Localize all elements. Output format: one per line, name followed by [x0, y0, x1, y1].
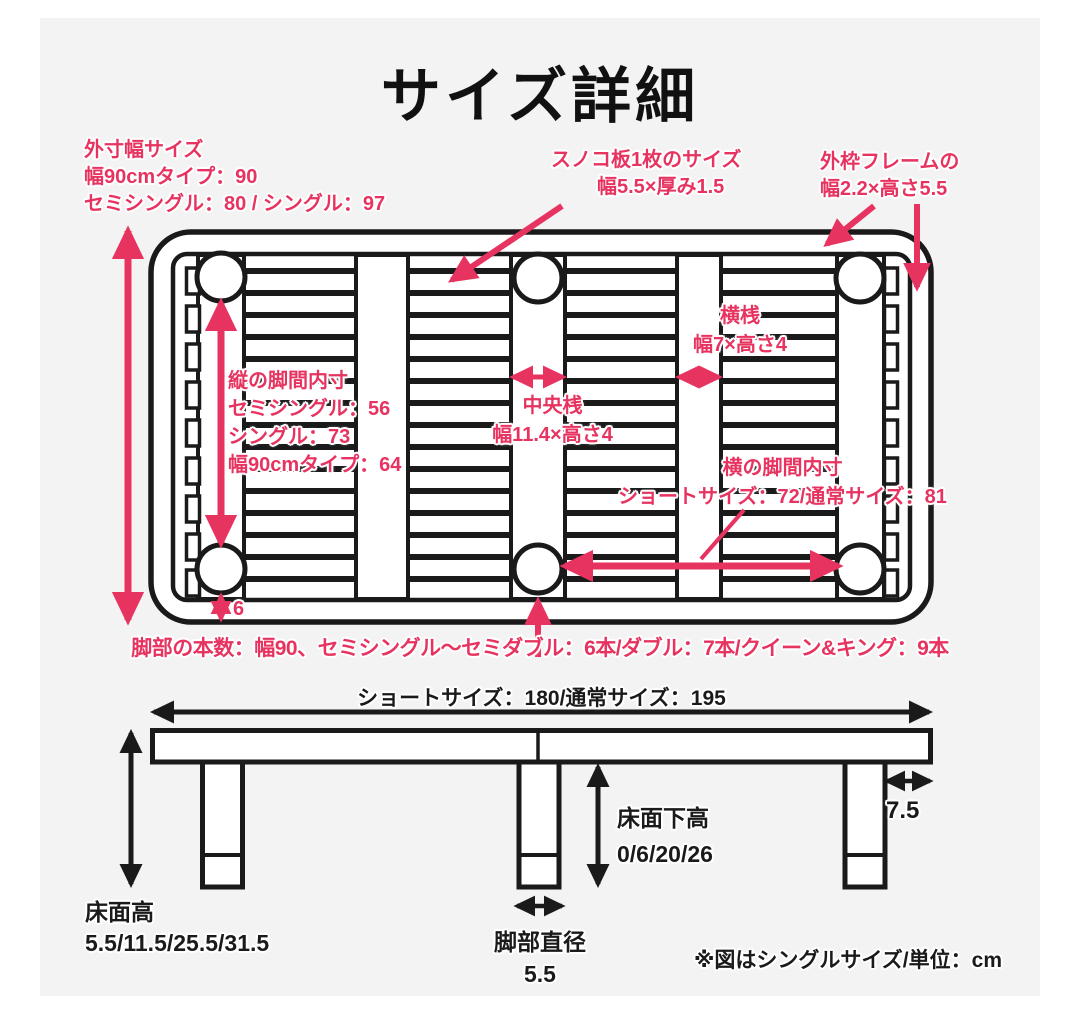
floor-height-line-1: 床面高 [85, 899, 154, 925]
vertical-leg-span-line-2: セミシングル：56 [228, 398, 391, 420]
leg-diameter-line-1: 脚部直径 [494, 929, 586, 955]
page-title: サイズ詳細 [380, 63, 700, 130]
slat-callout-arrow [448, 203, 564, 283]
floor-height-line-2: 5.5/11.5/25.5/31.5 [85, 930, 270, 956]
outer-width-line-3: セミシングル：80 / シングル：97 [84, 193, 386, 215]
under-clearance-line-1: 床面下高 [617, 805, 709, 831]
left-cross-rail [354, 253, 410, 601]
leg-bottom-left [194, 542, 248, 596]
side-legs [200, 759, 888, 890]
left-clip-tabs [184, 266, 202, 598]
leg-edge-gap-value: 6 [233, 598, 245, 620]
slat-size-label: スノコ板1枚のサイズ 幅5.5×厚み1.5 [551, 147, 742, 201]
horizontal-leg-span-label: 横の脚間内寸 ショートサイズ：72/通常サイズ：81 [595, 454, 970, 512]
vertical-leg-span-line-3: シングル：73 [228, 426, 351, 448]
slat-size-line-1: スノコ板1枚のサイズ [551, 149, 742, 171]
leg-top-right [833, 251, 887, 305]
outer-width-line-1: 外寸幅サイズ [84, 139, 204, 161]
vertical-leg-span-label: 縦の脚間内寸 セミシングル：56 シングル：73 幅90cmタイプ：64 [228, 367, 401, 479]
horizontal-leg-span-line-2: ショートサイズ：72/通常サイズ：81 [618, 486, 947, 508]
under-clearance-label: 床面下高 0/6/20/26 [617, 800, 713, 872]
cross-rail-line-2: 幅7×高さ4 [693, 334, 787, 356]
unit-note: ※図はシングルサイズ/単位：cm [694, 949, 1002, 972]
outer-width-label: 外寸幅サイズ 幅90cmタイプ：90 セミシングル：80 / シングル：97 [84, 137, 385, 218]
outer-frame-callout-arrow-top [823, 203, 876, 248]
length-label: ショートサイズ：180/通常サイズ：195 [357, 687, 726, 710]
horizontal-leg-span-line-1: 横の脚間内寸 [722, 457, 843, 479]
center-rail-line-2: 幅11.4×高さ4 [492, 424, 613, 446]
vertical-leg-span-line-1: 縦の脚間内寸 [228, 370, 348, 392]
center-rail-label: 中央桟 幅11.4×高さ4 [440, 392, 665, 450]
outer-frame-line-2: 幅2.2×高さ5.5 [820, 178, 948, 200]
leg-bottom-center [511, 542, 565, 596]
leg-top-left [194, 250, 248, 304]
pink-dimension-arrows [111, 203, 931, 657]
outer-width-line-2: 幅90cmタイプ：90 [84, 166, 258, 188]
leg-circles [194, 250, 887, 596]
side-view [119, 700, 934, 917]
side-leg-center [516, 759, 562, 890]
side-leg-right [842, 759, 888, 890]
leg-top-center [511, 251, 565, 305]
leg-inset-value: 7.5 [886, 797, 920, 824]
center-rail-line-1: 中央桟 [522, 395, 583, 417]
slat-size-line-2: 幅5.5×厚み1.5 [597, 176, 725, 198]
leg-diameter-line-2: 5.5 [524, 961, 556, 987]
right-clip-tabs [882, 266, 900, 598]
platform [150, 728, 933, 765]
leg-diameter-label: 脚部直径 5.5 [478, 926, 602, 990]
side-leg-left [200, 759, 245, 890]
outer-frame-line-1: 外枠フレームの [820, 151, 960, 173]
right-leg-rail [835, 253, 886, 601]
horizontal-leg-span-callout-line [699, 508, 746, 561]
outer-frame-label: 外枠フレームの 幅2.2×高さ5.5 [820, 149, 959, 203]
leg-count-note: 脚部の本数：幅90、セミシングル～セミダブル：6本/ダブル：7本/クイーン&キン… [131, 637, 949, 660]
cross-rail-line-1: 横桟 [720, 305, 760, 327]
cross-rail-label: 横桟 幅7×高さ4 [655, 302, 825, 360]
vertical-leg-span-line-4: 幅90cmタイプ：64 [228, 454, 402, 476]
floor-height-label: 床面高 5.5/11.5/25.5/31.5 [85, 897, 269, 959]
under-clearance-line-2: 0/6/20/26 [617, 841, 713, 867]
leg-bottom-right [833, 542, 887, 596]
